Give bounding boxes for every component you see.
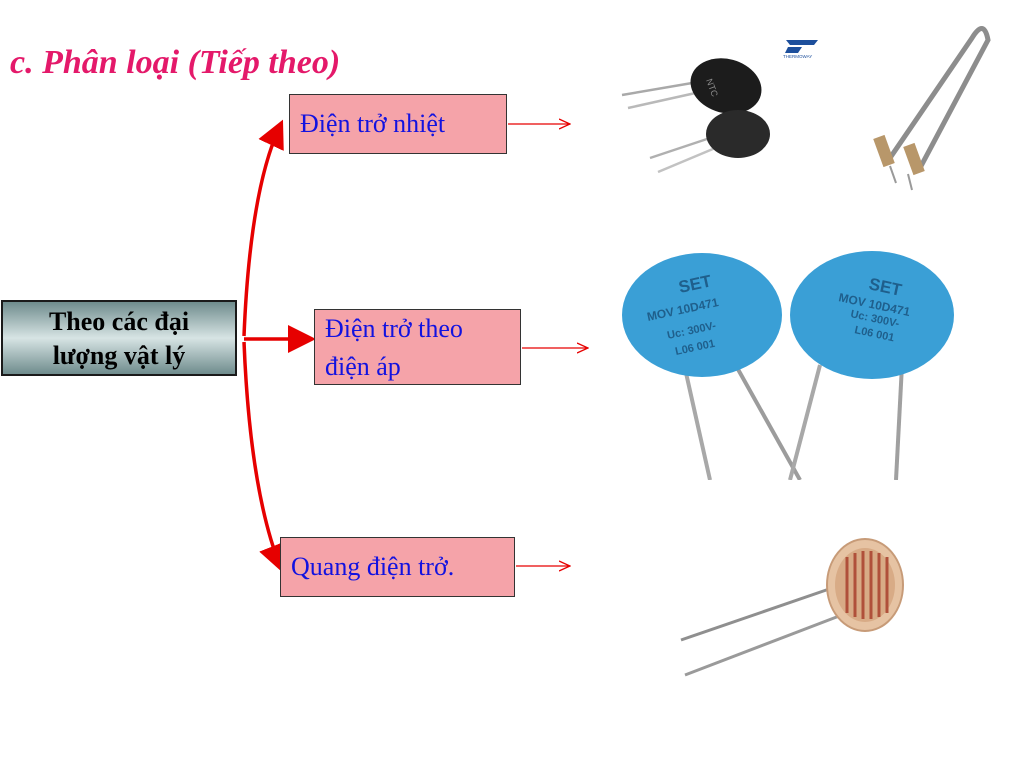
branch-varistor: Điện trở theo điện áp — [314, 309, 521, 385]
branch-varistor-line-2: điện áp — [325, 352, 401, 381]
thermistor-image: NTC — [588, 40, 820, 205]
branch-photoresistor: Quang điện trở. — [280, 537, 515, 597]
branch-photoresistor-label: Quang điện trở. — [291, 552, 455, 581]
root-node-line-1: Theo các đại — [48, 307, 190, 336]
root-node-line-2: lượng vật lý — [52, 341, 186, 370]
branch-thermistor: Điện trở nhiệt — [289, 94, 507, 154]
branch-thermistor-label: Điện trở nhiệt — [300, 109, 446, 138]
arrow-to-photoresistor — [242, 341, 286, 573]
slide-title: c. Phân loại (Tiếp theo) — [10, 44, 341, 81]
logo-text: THERMOWAY — [783, 54, 812, 59]
varistor-image: SET MOV 10D471 Uc: 300V- L06 001 SET MOV… — [610, 245, 980, 480]
heating-element-image — [850, 18, 1000, 193]
thermoway-logo-icon: THERMOWAY — [780, 36, 830, 60]
root-node: Theo các đại lượng vật lý — [1, 300, 237, 376]
branch-varistor-line-1: Điện trở theo — [325, 314, 463, 343]
arrow-to-thermistor — [242, 119, 284, 337]
photoresistor-image — [675, 525, 975, 715]
